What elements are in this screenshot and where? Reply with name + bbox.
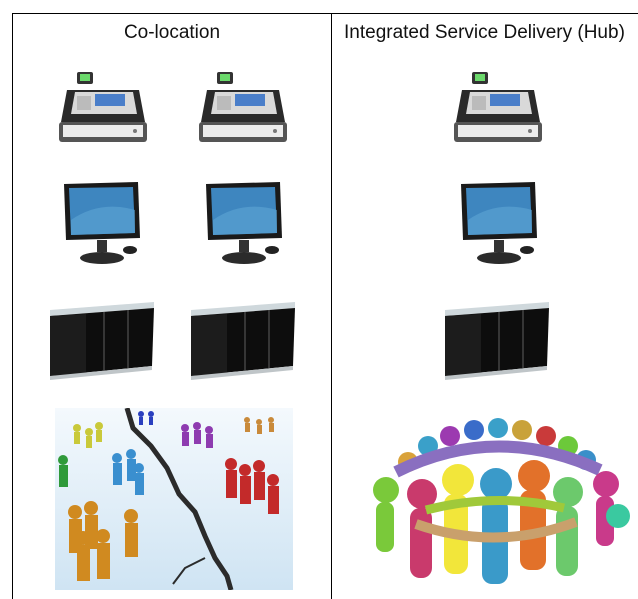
monitor-icon: [457, 180, 541, 268]
cash-register-icon: [197, 70, 289, 146]
table-top-border: [12, 13, 638, 14]
reception-desk-icon: [187, 296, 299, 382]
reception-desk-icon: [46, 296, 158, 382]
reception-desk-icon: [441, 296, 553, 382]
cash-register-icon: [452, 70, 544, 146]
column-divider: [331, 13, 332, 599]
column-header-hub: Integrated Service Delivery (Hub): [344, 22, 625, 43]
table-left-border: [12, 13, 13, 599]
monitor-icon: [202, 180, 286, 268]
side-figures: [373, 471, 630, 552]
cash-register-icon: [57, 70, 149, 146]
divided-people-crowd-image: [55, 408, 293, 590]
people-yellow: [73, 422, 103, 448]
back-ring: [393, 418, 603, 478]
monitor-icon: [60, 180, 144, 268]
people-circle-holding-hands-image: [356, 412, 632, 588]
front-figures: [407, 460, 583, 584]
column-header-colocation: Co-location: [123, 22, 221, 43]
